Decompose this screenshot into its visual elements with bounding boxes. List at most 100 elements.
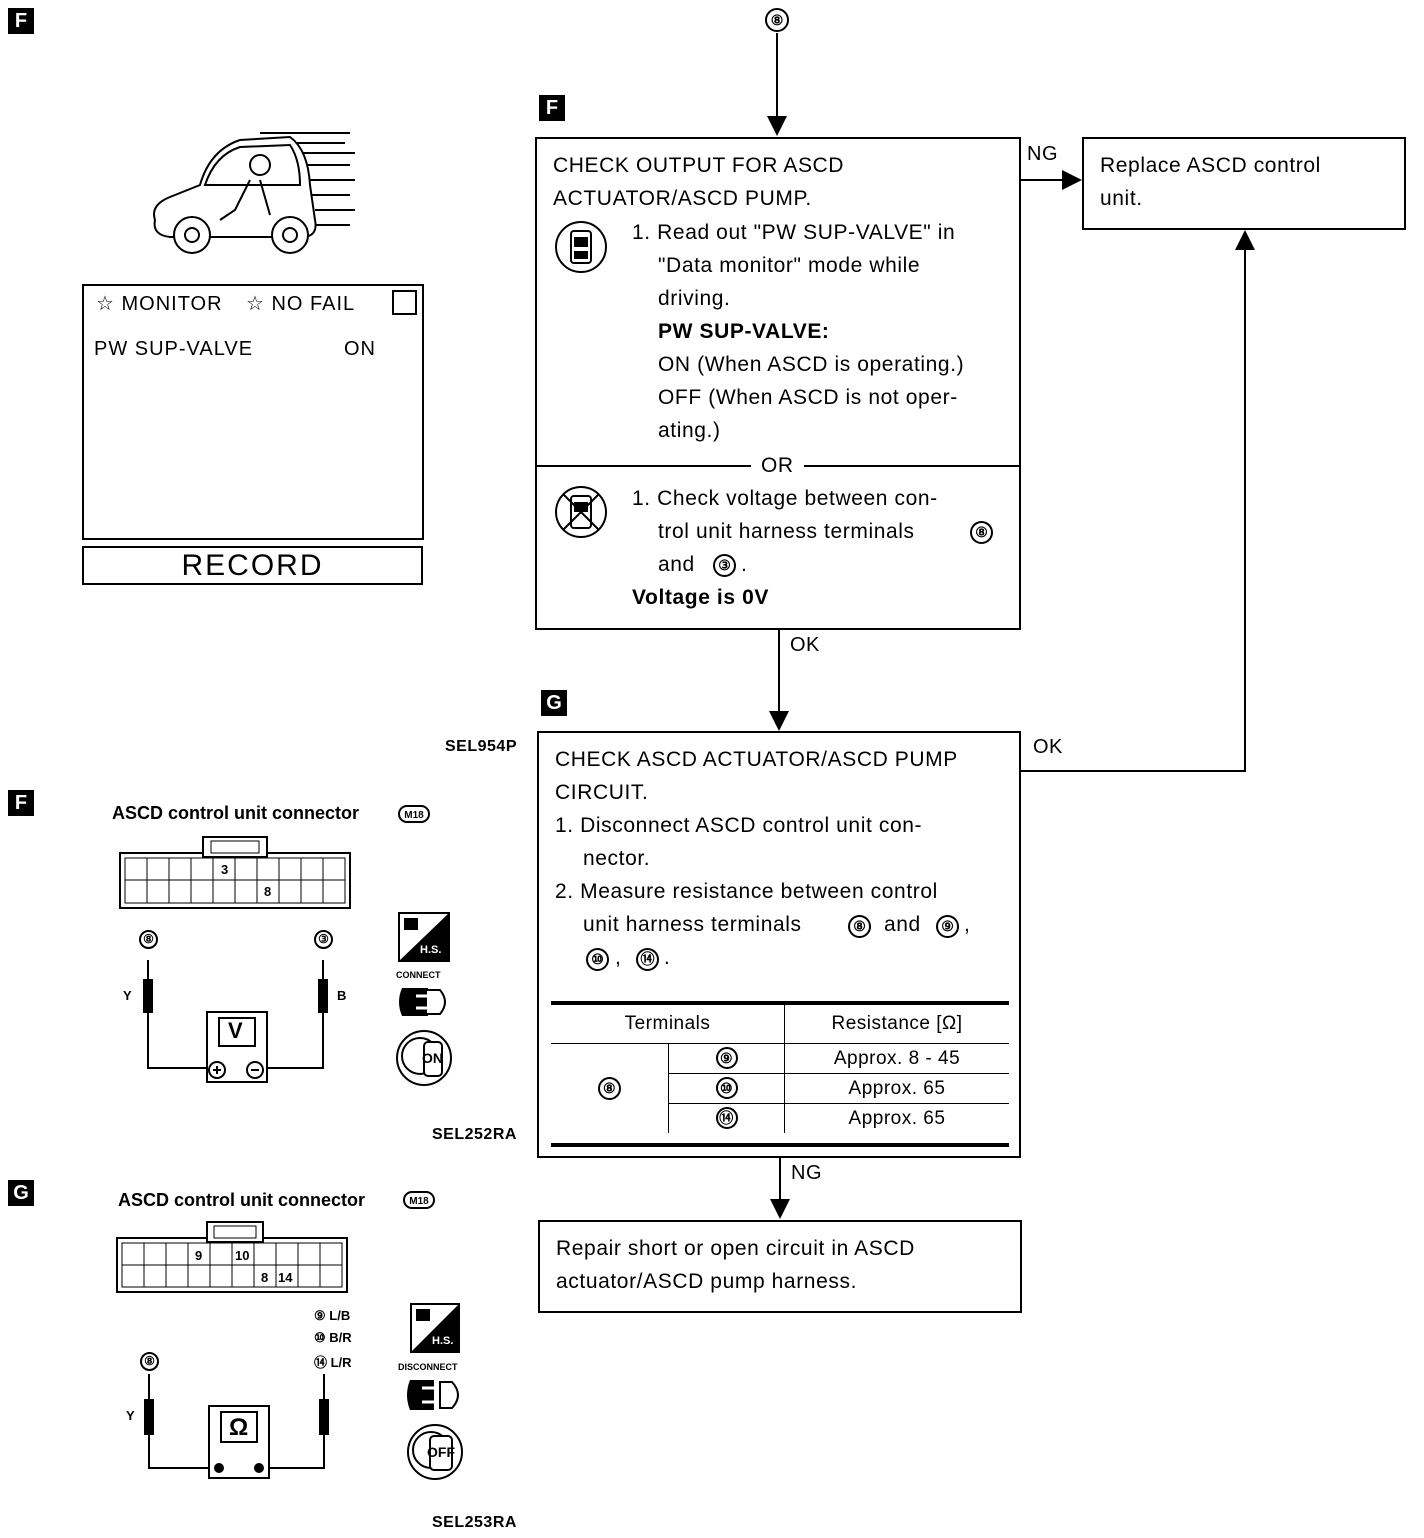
or-label: OR: [751, 449, 804, 482]
table-to-10: ⑩: [715, 1077, 738, 1100]
fig-g-pin-9: 9: [195, 1248, 203, 1263]
fig-g-hs-icon: [410, 1303, 460, 1353]
fig-f-key-label: ON: [422, 1050, 443, 1066]
table-bottom-rule: [551, 1143, 1009, 1147]
g-and: and: [884, 913, 921, 936]
code-sel253ra: SEL253RA: [432, 1514, 517, 1531]
fig-g-key-icon: [407, 1424, 463, 1480]
fig-g-meter-symbol: Ω: [229, 1414, 249, 1441]
step-g-item-1b: nector.: [583, 847, 651, 870]
table-row: ⑧ ⑨ Approx. 8 - 45: [551, 1043, 1009, 1133]
table-top-rule: [551, 1001, 1009, 1005]
fig-g-wire-y: Y: [126, 1408, 135, 1423]
repair-line-1: Repair short or open circuit in ASCD: [556, 1237, 915, 1260]
spec-line-3: ating.): [658, 419, 721, 442]
fig-f-connector: [119, 836, 351, 909]
consult-line-3: driving.: [658, 287, 731, 310]
table-val-9: Approx. 8 - 45: [784, 1043, 1009, 1074]
fig-f-pin-3: 3: [221, 862, 229, 877]
consult-line-1: 1. Read out "PW SUP-VALVE" in: [632, 221, 956, 244]
spec-line-2: OFF (When ASCD is not oper-: [658, 386, 958, 409]
th-resistance: Resistance [Ω]: [784, 1005, 1009, 1044]
manual-term-3: ③: [713, 554, 736, 577]
step-g-badge: G: [541, 690, 567, 716]
fig-g-connector: [116, 1221, 348, 1293]
g-term-14: ⑭: [636, 948, 659, 971]
fig-f-connect-label: CONNECT: [396, 970, 441, 980]
manual-term-8: ⑧: [970, 521, 993, 544]
replace-line-2: unit.: [1100, 187, 1143, 210]
g-term-10: ⑩: [586, 948, 609, 971]
step-g-item-1: 1. Disconnect ASCD control unit con-: [555, 814, 923, 837]
monitor-header-2: ☆ NO FAIL: [246, 293, 356, 315]
step-f-box: CHECK OUTPUT FOR ASCD ACTUATOR/ASCD PUMP…: [535, 137, 1021, 630]
table-row: ⑩ Approx. 65: [551, 1073, 1009, 1104]
resistance-table: Terminals Resistance [Ω] ⑧ ⑨ Approx. 8 -…: [551, 1005, 1009, 1133]
driving-car-illustration: [153, 132, 355, 254]
g-comma-2: ,: [615, 946, 622, 969]
fig-g-probe-8: ⑧: [140, 1352, 159, 1371]
no-consult-icon: [555, 486, 607, 538]
step-g-box: CHECK ASCD ACTUATOR/ASCD PUMP CIRCUIT. 1…: [537, 731, 1021, 1158]
fig-f-conn-id: M18: [398, 805, 430, 823]
fig-f-pin-8: 8: [264, 884, 272, 899]
ng-label-1: NG: [1027, 143, 1058, 165]
spec-line-1: ON (When ASCD is operating.): [658, 353, 965, 376]
replace-line-1: Replace ASCD control: [1100, 154, 1321, 177]
g-period: .: [664, 946, 671, 969]
fig-g-disconnect-label: DISCONNECT: [398, 1362, 458, 1372]
fig-g-key-label: OFF: [427, 1444, 455, 1460]
th-terminals: Terminals: [551, 1005, 785, 1044]
table-val-14: Approx. 65: [784, 1103, 1009, 1133]
top-connector: ⑧: [765, 8, 789, 32]
g-term-8: ⑧: [848, 915, 871, 938]
fig-f-wire-b: B: [337, 988, 347, 1003]
monitor-header-1: ☆ MONITOR: [96, 293, 223, 315]
left-badge-f1: F: [8, 8, 34, 34]
replace-box: Replace ASCD control unit.: [1082, 137, 1406, 230]
fig-f-probe-8: ⑧: [139, 930, 158, 949]
repair-line-2: actuator/ASCD pump harness.: [556, 1270, 858, 1293]
code-sel954p: SEL954P: [445, 738, 517, 755]
step-f-title-1: CHECK OUTPUT FOR ASCD: [553, 154, 845, 177]
fig-f-hs-label: H.S.: [420, 944, 442, 956]
ok-label-1: OK: [790, 634, 820, 656]
record-button[interactable]: RECORD: [82, 546, 423, 585]
manual-line-1: 1. Check voltage between con-: [632, 487, 938, 510]
fig-g-plug-icon: [407, 1380, 459, 1410]
fig-f-key-icon: [396, 1030, 452, 1086]
repair-box: Repair short or open circuit in ASCD act…: [538, 1220, 1022, 1313]
spec-title: PW SUP-VALVE:: [658, 320, 830, 343]
fig-g-title: ASCD control unit connector: [118, 1190, 365, 1210]
fig-g-probe-9: ⑨ L/B: [314, 1308, 351, 1323]
fig-g-pin-14: 14: [278, 1270, 293, 1285]
table-row: ⑭ Approx. 65: [551, 1103, 1009, 1133]
fig-f-probe-3: ③: [314, 930, 333, 949]
monitor-checkbox[interactable]: [392, 290, 417, 315]
fig-g-conn-id: M18: [403, 1191, 435, 1209]
fig-f-hs-icon: [398, 912, 450, 962]
fig-f-wire-y: Y: [123, 988, 132, 1003]
fig-g-pin-10: 10: [235, 1248, 250, 1263]
manual-period: .: [741, 553, 748, 576]
fig-f-meter-circuit: [143, 960, 328, 1083]
fig-g-probe-14: ⑭ L/R: [314, 1355, 352, 1370]
manual-line-3: and: [658, 553, 695, 576]
table-to-9: ⑨: [715, 1047, 738, 1070]
ok-label-2: OK: [1033, 736, 1063, 758]
ng-label-2: NG: [791, 1162, 822, 1184]
code-sel252ra: SEL252RA: [432, 1126, 517, 1143]
fig-g-hs-label: H.S.: [432, 1335, 454, 1347]
consult-icon: [555, 221, 607, 273]
step-g-title-2: CIRCUIT.: [555, 781, 649, 804]
step-g-title-1: CHECK ASCD ACTUATOR/ASCD PUMP: [555, 748, 958, 771]
fig-g-pin-8: 8: [261, 1270, 269, 1285]
monitor-item: PW SUP-VALVE: [94, 338, 254, 360]
left-badge-g: G: [8, 1180, 34, 1206]
monitor-screen: ☆ MONITOR ☆ NO FAIL PW SUP-VALVE ON: [82, 284, 424, 540]
fig-g-meter-circuit: [144, 1374, 329, 1479]
step-g-item-2b: unit harness terminals: [583, 913, 802, 936]
monitor-value: ON: [344, 338, 376, 360]
consult-line-2: "Data monitor" mode while: [658, 254, 921, 277]
